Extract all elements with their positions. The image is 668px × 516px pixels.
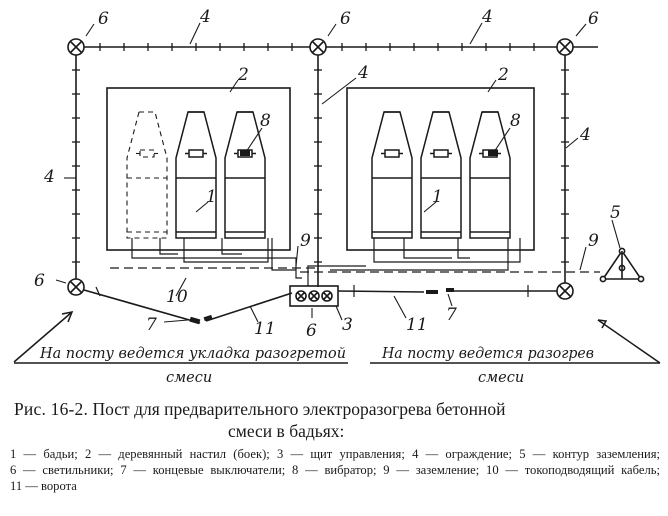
platform-left xyxy=(106,87,291,251)
label-9-right: 9 xyxy=(588,231,599,251)
label-10: 10 xyxy=(166,287,188,307)
callout-labels: 6 4 6 4 6 2 4 2 8 8 4 4 1 1 5 9 9 6 10 7… xyxy=(34,7,621,341)
label-5: 5 xyxy=(610,203,621,223)
label-6-top-mid: 6 xyxy=(340,9,351,29)
figure-number: Рис. 16-2. xyxy=(14,399,89,419)
grounding-contour xyxy=(599,247,645,283)
label-4-mid: 4 xyxy=(357,63,369,83)
legend-item: 1 — бадьи; xyxy=(10,447,78,461)
label-1-right: 1 xyxy=(432,187,443,207)
caption-title-line1: Рис. 16-2. Пост для предварительного эле… xyxy=(10,398,660,420)
leader-lines xyxy=(55,22,621,323)
label-8-left: 8 xyxy=(260,111,271,131)
label-4-left: 4 xyxy=(43,167,55,187)
label-6-top-right: 6 xyxy=(588,9,599,29)
legend-item: 3 — щит управления; xyxy=(277,447,405,461)
buckets xyxy=(126,111,511,239)
gate-left-swing xyxy=(205,292,293,322)
label-4-top-left: 4 xyxy=(199,7,211,27)
limit-switch-left xyxy=(189,316,201,325)
label-4-top-right: 4 xyxy=(481,7,493,27)
legend-item: 7 — концевые выключатели; xyxy=(120,463,286,477)
label-6-bottom-left: 6 xyxy=(34,271,45,291)
label-7-left: 7 xyxy=(146,315,157,335)
label-7-right: 7 xyxy=(446,305,457,325)
vibrator-left xyxy=(240,150,250,156)
label-4-right: 4 xyxy=(579,125,591,145)
caption-title-text: Пост для предварительного электроразогре… xyxy=(92,399,506,419)
legend-item: 11 — ворота xyxy=(10,479,77,493)
bucket xyxy=(469,111,511,239)
lamp-icon xyxy=(67,38,85,56)
lamps xyxy=(67,38,574,300)
vibrators xyxy=(240,150,498,156)
bucket xyxy=(420,111,462,239)
zone-right-line2: смеси xyxy=(478,370,524,386)
bucket xyxy=(175,111,217,239)
legend-item: 10 — токоподводящий кабель; xyxy=(486,463,661,477)
lamp-icon xyxy=(556,38,574,56)
label-6-panel: 6 xyxy=(306,321,317,341)
lamp-icon xyxy=(556,282,574,300)
limit-switches xyxy=(189,288,454,325)
caption-legend: 1 — бадьи; 2 — деревянный настил (боек);… xyxy=(10,446,660,494)
limit-switch-right-b xyxy=(446,288,454,292)
legend-item: 2 — деревянный настил (боек); xyxy=(84,447,270,461)
bucket xyxy=(371,111,413,239)
figure-caption: Рис. 16-2. Пост для предварительного эле… xyxy=(10,398,660,494)
control-panel xyxy=(289,285,339,307)
zone-left-line1: На посту ведется укладка разогретой xyxy=(39,346,346,362)
caption-title-line2: смеси в бадьях: xyxy=(228,421,345,441)
limit-switch-left-b xyxy=(203,314,213,322)
label-1-left: 1 xyxy=(206,187,217,207)
bucket xyxy=(224,111,266,239)
gate-left-fixed xyxy=(83,289,201,324)
platform-right xyxy=(346,87,535,251)
bucket-outline xyxy=(126,111,168,239)
label-2-right: 2 xyxy=(497,65,509,85)
legend-item: 5 — контур заземления; xyxy=(519,447,661,461)
label-2-left: 2 xyxy=(237,65,249,85)
zone-left-line2: смеси xyxy=(166,370,212,386)
fence-ticks xyxy=(72,43,569,263)
lamp-icon xyxy=(309,38,327,56)
label-11-right: 11 xyxy=(406,315,428,335)
zone-arrows xyxy=(13,310,661,364)
concrete-heating-post-diagram: 6 4 6 4 6 2 4 2 8 8 4 4 1 1 5 9 9 6 10 7… xyxy=(13,7,661,386)
zone-right-line1: На посту ведется разогрев xyxy=(381,346,594,362)
gates xyxy=(83,285,558,324)
legend-item: 8 — вибратор; xyxy=(292,463,377,477)
label-9-left: 9 xyxy=(300,231,311,251)
label-11-left: 11 xyxy=(254,319,276,339)
legend-item: 9 — заземление; xyxy=(383,463,480,477)
supply-cables xyxy=(131,238,521,286)
label-8-right: 8 xyxy=(510,111,521,131)
legend-item: 4 — ограждение; xyxy=(412,447,513,461)
legend-item: 6 — светильники; xyxy=(10,463,114,477)
wooden-platforms xyxy=(106,87,535,251)
label-6-top-left: 6 xyxy=(98,9,109,29)
label-3: 3 xyxy=(342,315,353,335)
limit-switch-right xyxy=(426,290,438,294)
gate-right xyxy=(337,290,425,293)
grounding-line xyxy=(110,267,600,273)
lamp-icon xyxy=(67,278,85,296)
zone-captions: На посту ведется укладка разогретой смес… xyxy=(39,346,594,386)
vibrator-right xyxy=(488,150,498,156)
